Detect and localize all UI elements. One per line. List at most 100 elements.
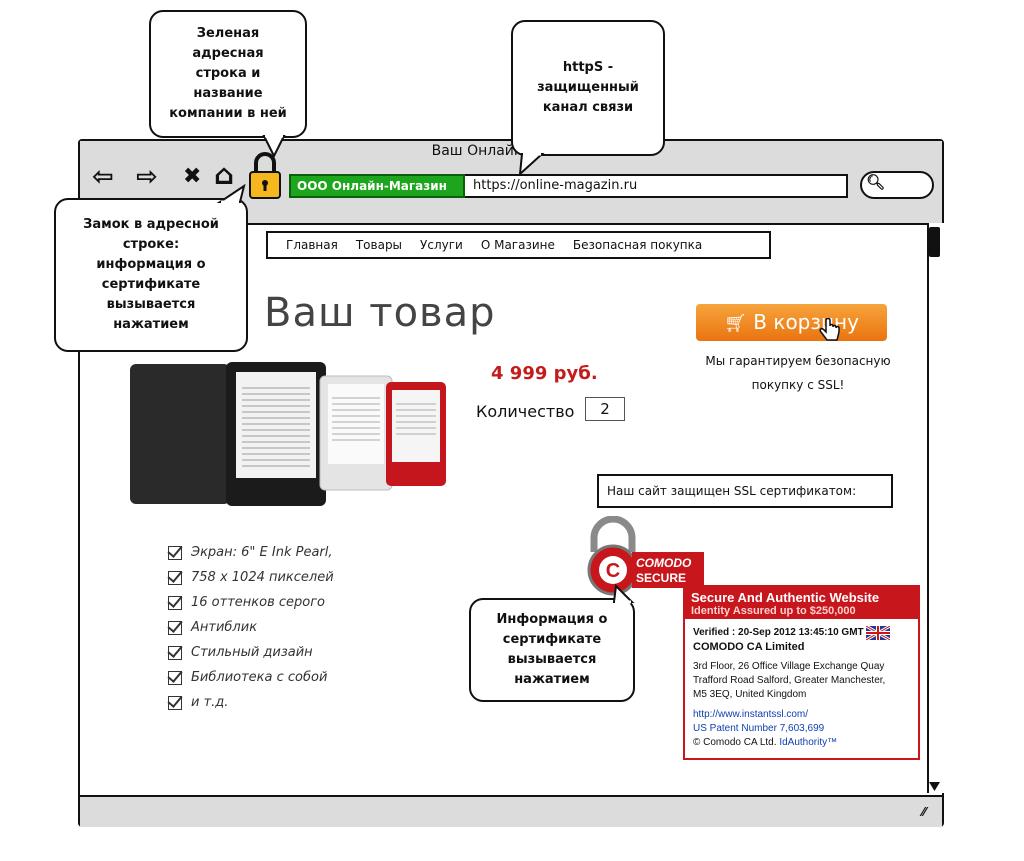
seal-link[interactable]: http://www.instantssl.com/ — [693, 709, 809, 720]
callout-line: строке: — [122, 237, 180, 252]
home-icon[interactable]: ⌂ — [214, 158, 235, 191]
callout-line: Информация о — [496, 612, 608, 627]
callout-tail — [612, 584, 635, 604]
callout-line: вызывается — [106, 297, 196, 312]
padlock-icon[interactable] — [248, 150, 282, 200]
search-icon: 🔍︎ — [866, 173, 886, 191]
page-title: Ваш товар — [264, 290, 496, 336]
seal-copyright: © Comodo CA Ltd. — [693, 737, 777, 748]
callout-lock: Замок в адресной строке: информация о се… — [54, 198, 248, 352]
seal-patent[interactable]: US Patent Number 7,603,699 — [693, 723, 825, 734]
ssl-guarantee-line: покупку с SSL! — [751, 378, 845, 392]
callout-seal: Информация о сертификате вызывается нажа… — [469, 598, 635, 702]
callout-line: httpS - — [562, 60, 614, 75]
list-item: 16 оттенков серого — [168, 590, 334, 615]
feature-text: Экран: 6" E Ink Pearl, — [191, 544, 333, 560]
menu-item-secure-purchase[interactable]: Безопасная покупка — [572, 238, 703, 252]
callout-line: Замок в адресной — [83, 217, 219, 232]
forward-icon[interactable]: ⇨ — [136, 162, 158, 192]
menu-item-services[interactable]: Услуги — [420, 238, 463, 252]
callout-line: вызывается — [507, 652, 597, 667]
seal-address-line: 3rd Floor, 26 Office Village Exchange Qu… — [693, 661, 885, 672]
seal-verified: Verified : 20-Sep 2012 13:45:10 GMT — [693, 627, 864, 638]
checkbox-checked-icon — [168, 570, 182, 585]
feature-text: Стильный дизайн — [191, 644, 313, 660]
comodo-secure-logo[interactable]: C COMODO SECURE — [582, 516, 707, 596]
seal-idauthority-link[interactable]: IdAuthority™ — [779, 737, 838, 748]
scroll-down-arrow-icon[interactable] — [929, 782, 940, 792]
top-navigation-menu: Главная Товары Услуги О Магазине Безопас… — [266, 231, 771, 259]
status-bar — [80, 795, 942, 827]
callout-line: защищенный — [537, 80, 639, 95]
quantity-label: Количество — [476, 402, 575, 421]
callout-line: адресная — [192, 46, 264, 61]
callout-line: информация о — [96, 257, 206, 272]
callout-https: httpS - защищенный канал связи — [511, 20, 665, 156]
callout-line: канал связи — [542, 100, 634, 115]
checkbox-checked-icon — [168, 545, 182, 560]
seal-title: Secure And Authentic Website — [691, 590, 880, 605]
ssl-secured-note: Наш сайт защищен SSL сертификатом: — [597, 474, 893, 508]
address-bar[interactable]: https://online-magazin.ru — [465, 174, 848, 198]
menu-item-home[interactable]: Главная — [286, 238, 338, 252]
uk-flag-icon — [865, 626, 890, 640]
scrollbar-thumb[interactable] — [929, 227, 940, 257]
stop-icon[interactable]: ✖ — [183, 164, 202, 189]
callout-line: название — [193, 86, 263, 101]
checkbox-checked-icon — [168, 620, 182, 635]
checkbox-checked-icon — [168, 645, 182, 660]
comodo-logo-text: SECURE — [636, 571, 686, 585]
feature-list: Экран: 6" E Ink Pearl, 758 x 1024 пиксел… — [168, 540, 334, 715]
resize-grip-icon[interactable]: ⁄⁄ — [922, 805, 927, 819]
checkbox-checked-icon — [168, 695, 182, 710]
quantity-input[interactable]: 2 — [585, 397, 625, 421]
callout-line: строка и — [195, 66, 261, 81]
svg-text:C: C — [606, 560, 620, 582]
feature-text: и т.д. — [191, 694, 229, 710]
list-item: Библиотека с собой — [168, 665, 334, 690]
callout-tail — [262, 134, 286, 158]
back-icon[interactable]: ⇦ — [92, 162, 114, 192]
callout-line: сертификате — [101, 277, 201, 292]
list-item: Антиблик — [168, 615, 334, 640]
product-price: 4 999 руб. — [491, 363, 598, 384]
list-item: и т.д. — [168, 690, 334, 715]
seal-address-line: M5 3EQ, United Kingdom — [693, 689, 807, 700]
feature-text: Библиотека с собой — [191, 669, 328, 685]
menu-item-products[interactable]: Товары — [355, 238, 403, 252]
ssl-guarantee-line: Мы гарантируем безопасную — [705, 354, 891, 368]
feature-text: 16 оттенков серого — [191, 594, 326, 610]
seal-company: COMODO CA Limited — [693, 641, 805, 653]
seal-header: Secure And Authentic Website Identity As… — [685, 587, 918, 619]
comodo-logo-text: COMODO — [636, 556, 692, 570]
list-item: Экран: 6" E Ink Pearl, — [168, 540, 334, 565]
product-image — [130, 362, 446, 506]
callout-line: нажатием — [514, 672, 590, 687]
callout-line: компании в ней — [169, 106, 287, 121]
list-item: Стильный дизайн — [168, 640, 334, 665]
ssl-seal-popup: Secure And Authentic Website Identity As… — [683, 585, 920, 760]
vertical-scrollbar[interactable] — [927, 223, 944, 793]
list-item: 758 x 1024 пикселей — [168, 565, 334, 590]
callout-line: сертификате — [502, 632, 602, 647]
menu-item-about[interactable]: О Магазине — [480, 238, 555, 252]
feature-text: Антиблик — [191, 619, 258, 635]
cart-button-label: В корзину — [753, 310, 859, 334]
cart-icon: 🛒︎ — [724, 313, 747, 334]
search-input[interactable] — [860, 171, 934, 199]
checkbox-checked-icon — [168, 595, 182, 610]
checkbox-checked-icon — [168, 670, 182, 685]
callout-green-address-bar: Зеленая адресная строка и название компа… — [149, 10, 307, 138]
seal-body: Verified : 20-Sep 2012 13:45:10 GMT COMO… — [685, 619, 918, 757]
callout-tail — [216, 184, 246, 204]
callout-line: нажатием — [113, 317, 189, 332]
add-to-cart-button[interactable]: 🛒︎ В корзину — [696, 304, 887, 341]
callout-line: Зеленая — [196, 26, 260, 41]
seal-address-line: Trafford Road Salford, Greater Mancheste… — [693, 675, 886, 686]
feature-text: 758 x 1024 пикселей — [191, 569, 334, 585]
callout-tail — [518, 152, 545, 176]
company-name-badge[interactable]: ООО Онлайн-Магазин — [289, 174, 465, 198]
seal-subtitle: Identity Assured up to $250,000 — [691, 605, 856, 617]
hand-cursor-icon — [819, 318, 840, 341]
ssl-guarantee-text: Мы гарантируем безопасную покупку с SSL! — [690, 349, 906, 397]
